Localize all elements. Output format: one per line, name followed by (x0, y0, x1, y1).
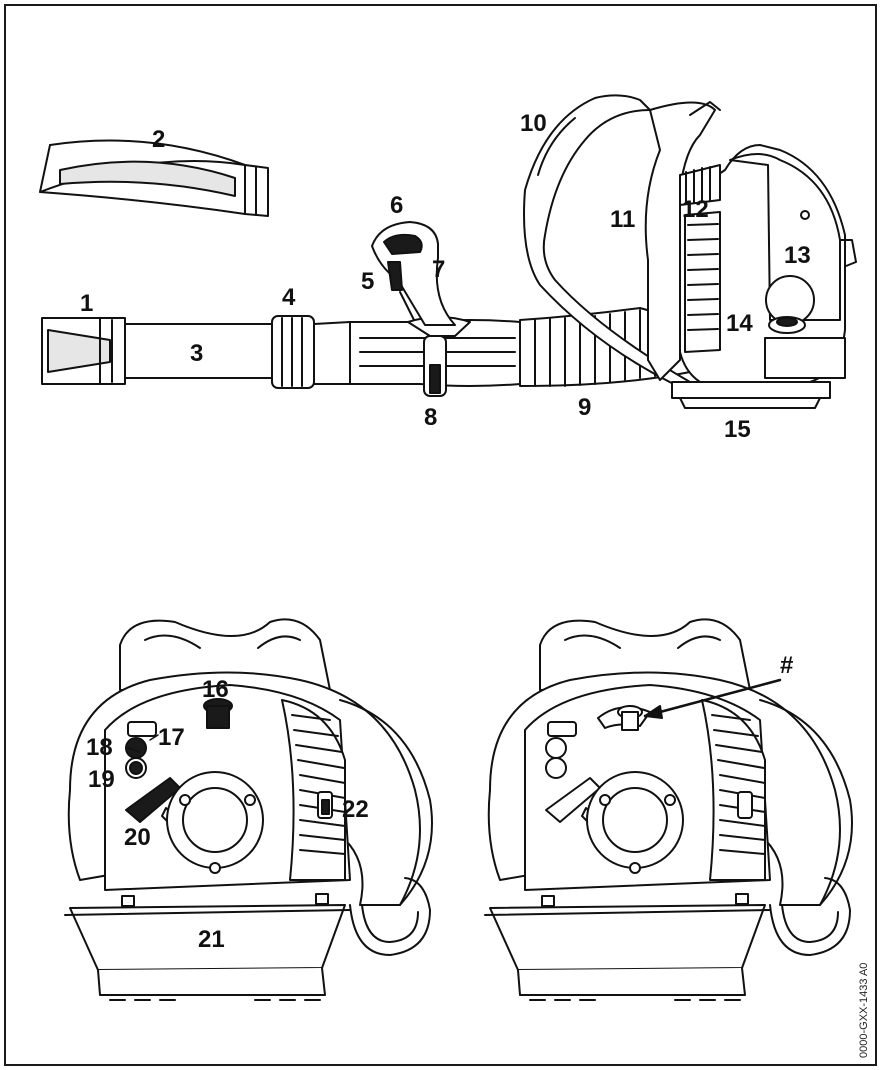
backpack-unit-front-right-illustration (484, 618, 853, 1001)
backpack-unit-front-left-illustration (64, 618, 433, 1001)
throttle-handle-illustration (371, 221, 456, 326)
backpack-unit-side-illustration (523, 94, 857, 409)
label-part-14: 14 (726, 310, 753, 337)
label-part-9: 9 (578, 394, 592, 421)
label-part-3: 3 (190, 340, 204, 367)
label-part-5: 5 (361, 268, 375, 295)
label-part-10: 10 (520, 110, 547, 137)
label-part-2: 2 (152, 126, 166, 153)
label-part-7: 7 (432, 256, 446, 283)
label-part-16: 16 (202, 676, 229, 703)
label-part-11: 11 (610, 206, 636, 233)
curved-nozzle-illustration (39, 139, 269, 217)
label-part-21: 21 (198, 926, 225, 953)
label-part-4: 4 (282, 284, 296, 311)
blower-tube-illustration (41, 315, 521, 397)
label-part-18: 18 (86, 734, 113, 761)
label-part-1: 1 (80, 290, 94, 317)
label-part-12: 12 (682, 196, 709, 223)
label-part-8: 8 (424, 404, 438, 431)
label-part-19: 19 (88, 766, 115, 793)
label-part-13: 13 (784, 242, 811, 269)
label-part-6: 6 (390, 192, 404, 219)
label-part-15: 15 (724, 416, 751, 443)
label-part-20: 20 (124, 824, 151, 851)
leader-lines (127, 734, 159, 753)
label-part-17: 17 (158, 724, 185, 751)
reference-code: 0000-GXX-1433 A0 (858, 962, 870, 1058)
label-hash: # (780, 652, 794, 679)
label-part-22: 22 (342, 796, 369, 823)
